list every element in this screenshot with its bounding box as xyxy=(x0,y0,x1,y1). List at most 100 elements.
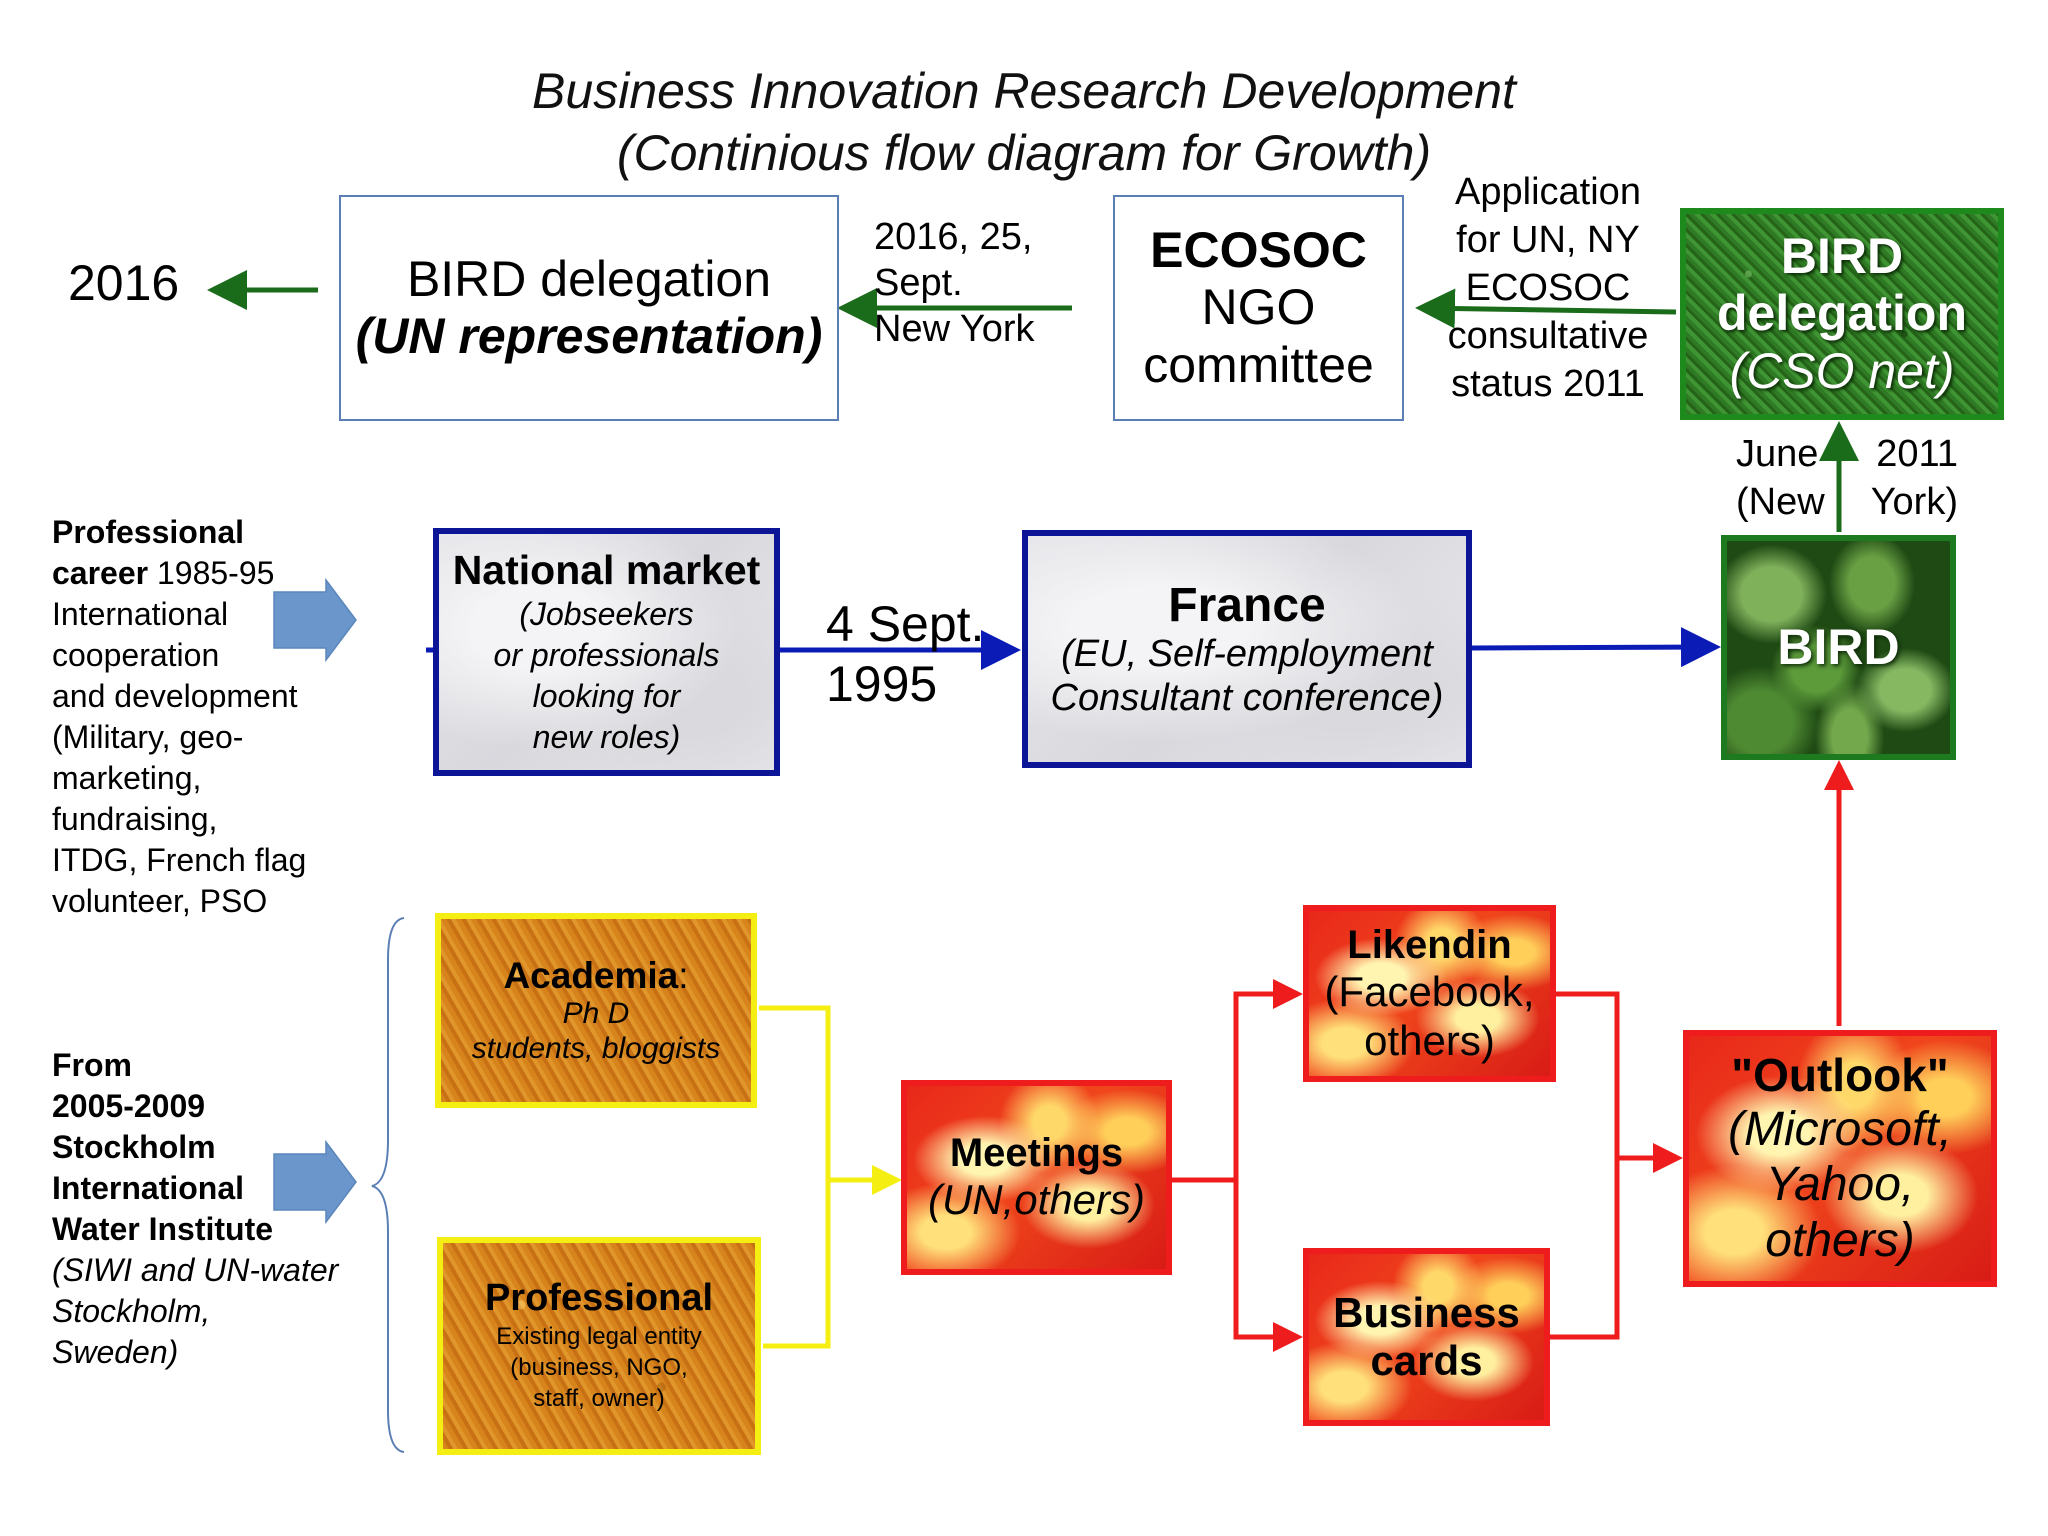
meetings-line-2: (UN,others) xyxy=(927,1176,1146,1224)
application-line-2: for UN, NY xyxy=(1456,219,1640,261)
national-market-box: National market (Jobseekers or professio… xyxy=(433,528,780,776)
business-cards-line-1: Business xyxy=(1333,1288,1520,1336)
likendin-box: Likendin (Facebook, others) xyxy=(1303,905,1556,1082)
bird-cso-line-1: BIRD xyxy=(1780,227,1904,284)
academia-line-2: Ph D xyxy=(562,997,630,1031)
career-line: volunteer, PSO xyxy=(52,883,268,919)
national-market-line: or professionals xyxy=(493,636,720,673)
title-line-1: Business Innovation Research Development xyxy=(532,63,1516,119)
sept-2016-label: 2016, 25, Sept. New York xyxy=(874,214,1035,352)
yellow-line-academia xyxy=(759,1005,831,1180)
june-label-right: 2011 York) xyxy=(1858,430,1958,526)
ecosoc-committee-box: ECOSOC NGO committee xyxy=(1113,195,1404,421)
siwi-italic-line: (SIWI and UN-water xyxy=(52,1252,339,1288)
siwi-italic-line: Sweden) xyxy=(52,1334,179,1370)
career-line: marketing, xyxy=(52,760,202,796)
year-2011-word: 2011 xyxy=(1876,433,1958,475)
outlook-line-3: Yahoo, xyxy=(1765,1158,1915,1212)
business-cards-line-2: cards xyxy=(1370,1337,1483,1384)
june-word: June xyxy=(1736,433,1819,475)
diagram-title: Business Innovation Research Development… xyxy=(0,60,2048,184)
red-arrow-to-likendin xyxy=(1233,979,1303,1180)
siwi-bold-line: Water Institute xyxy=(52,1211,274,1247)
yellow-line-professional xyxy=(763,1180,831,1349)
bird-cso-line-2: delegation xyxy=(1716,285,1968,342)
red-line-business-cards xyxy=(1550,1158,1620,1340)
siwi-bold-line: International xyxy=(52,1170,245,1206)
sept-2016-line-2: Sept. xyxy=(874,262,963,304)
bird-un-line-1: BIRD delegation xyxy=(406,250,772,307)
arrow-bird-cso-to-ecosoc xyxy=(1415,288,1677,329)
bird-box: BIRD xyxy=(1721,535,1956,760)
france-title: France xyxy=(1168,578,1326,632)
application-line-1: Application xyxy=(1455,171,1641,213)
national-market-title: National market xyxy=(452,546,761,593)
siwi-italic-line: Stockholm, xyxy=(52,1293,211,1329)
red-arrow-to-business-cards xyxy=(1233,1180,1303,1352)
siwi-bold-line: From xyxy=(52,1047,132,1083)
application-line-5: status 2011 xyxy=(1451,363,1645,405)
bird-cso-line-3: (CSO net) xyxy=(1729,342,1955,399)
ecosoc-line-2: NGO xyxy=(1201,279,1316,336)
sept-2016-line-3: New York xyxy=(874,308,1035,350)
block-arrow-siwi xyxy=(273,1139,357,1225)
outlook-line-4: others) xyxy=(1765,1213,1915,1267)
siwi-bold-line: Stockholm xyxy=(52,1129,216,1165)
meetings-box: Meetings (UN,others) xyxy=(901,1080,1172,1275)
new-word: (New xyxy=(1736,481,1825,523)
meetings-title: Meetings xyxy=(949,1131,1124,1176)
academia-box: Academia: Ph D students, bloggists xyxy=(435,913,757,1108)
career-line: (Military, geo- xyxy=(52,719,244,755)
june-label-left: June (New xyxy=(1736,430,1825,526)
academia-colon: : xyxy=(678,954,689,996)
national-market-line: new roles) xyxy=(532,718,681,755)
block-arrow-career xyxy=(273,577,357,663)
sept-2016-line-1: 2016, 25, xyxy=(874,216,1033,258)
career-line: and development xyxy=(52,678,298,714)
date-1995-line-1: 4 Sept. xyxy=(826,596,985,652)
likendin-line-2: (Facebook, xyxy=(1324,968,1535,1016)
likendin-line-3: others) xyxy=(1364,1016,1495,1064)
business-cards-box: Business cards xyxy=(1303,1248,1550,1426)
france-line-3: Consultant conference) xyxy=(1050,676,1444,719)
academia-line-3: students, bloggists xyxy=(471,1031,721,1065)
national-market-line: looking for xyxy=(532,677,681,714)
national-market-line: (Jobseekers xyxy=(519,595,694,632)
red-line-likendin xyxy=(1556,991,1620,1158)
professional-box: Professional Existing legal entity (busi… xyxy=(437,1237,761,1455)
career-bold-1: Professional xyxy=(52,514,245,550)
title-line-2: (Continious flow diagram for Growth) xyxy=(616,125,1432,181)
date-1995-line-2: 1995 xyxy=(826,656,938,712)
career-years: 1985-95 xyxy=(148,555,275,591)
application-line-3: ECOSOC xyxy=(1465,267,1631,309)
date-1995-label: 4 Sept. 1995 xyxy=(826,594,984,714)
career-line: International xyxy=(52,596,229,632)
professional-line: (business, NGO, xyxy=(510,1354,688,1382)
professional-line: Existing legal entity xyxy=(496,1323,702,1351)
ecosoc-line-3: committee xyxy=(1143,336,1374,393)
academia-title: Academia xyxy=(503,954,679,996)
bird-un-delegation-box: BIRD delegation (UN representation) xyxy=(339,195,839,421)
bird-label: BIRD xyxy=(1777,618,1900,675)
likendin-title: Likendin xyxy=(1347,923,1512,968)
york-word: York) xyxy=(1870,481,1958,523)
outlook-title: "Outlook" xyxy=(1731,1049,1949,1102)
professional-title: Professional xyxy=(484,1277,714,1320)
bird-cso-delegation-box: BIRD delegation (CSO net) xyxy=(1680,208,2004,420)
outlook-box: "Outlook" (Microsoft, Yahoo, others) xyxy=(1683,1030,1997,1287)
siwi-bold-line: 2005-2009 xyxy=(52,1088,206,1124)
career-bold-2: career xyxy=(52,555,149,591)
year-2016-label: 2016 xyxy=(68,255,180,311)
application-label: Application for UN, NY ECOSOC consultati… xyxy=(1438,168,1658,408)
outlook-line-2: (Microsoft, xyxy=(1727,1103,1952,1157)
professional-line: staff, owner) xyxy=(533,1385,665,1413)
ecosoc-line-1: ECOSOC xyxy=(1150,221,1367,278)
application-line-4: consultative xyxy=(1447,315,1649,357)
career-line: ITDG, French flag xyxy=(52,842,307,878)
arrow-france-to-bird xyxy=(1471,627,1721,668)
professional-career-text: Professional career 1985-95 Internationa… xyxy=(52,512,306,922)
career-line: cooperation xyxy=(52,637,220,673)
france-box: France (EU, Self-employment Consultant c… xyxy=(1022,530,1472,768)
